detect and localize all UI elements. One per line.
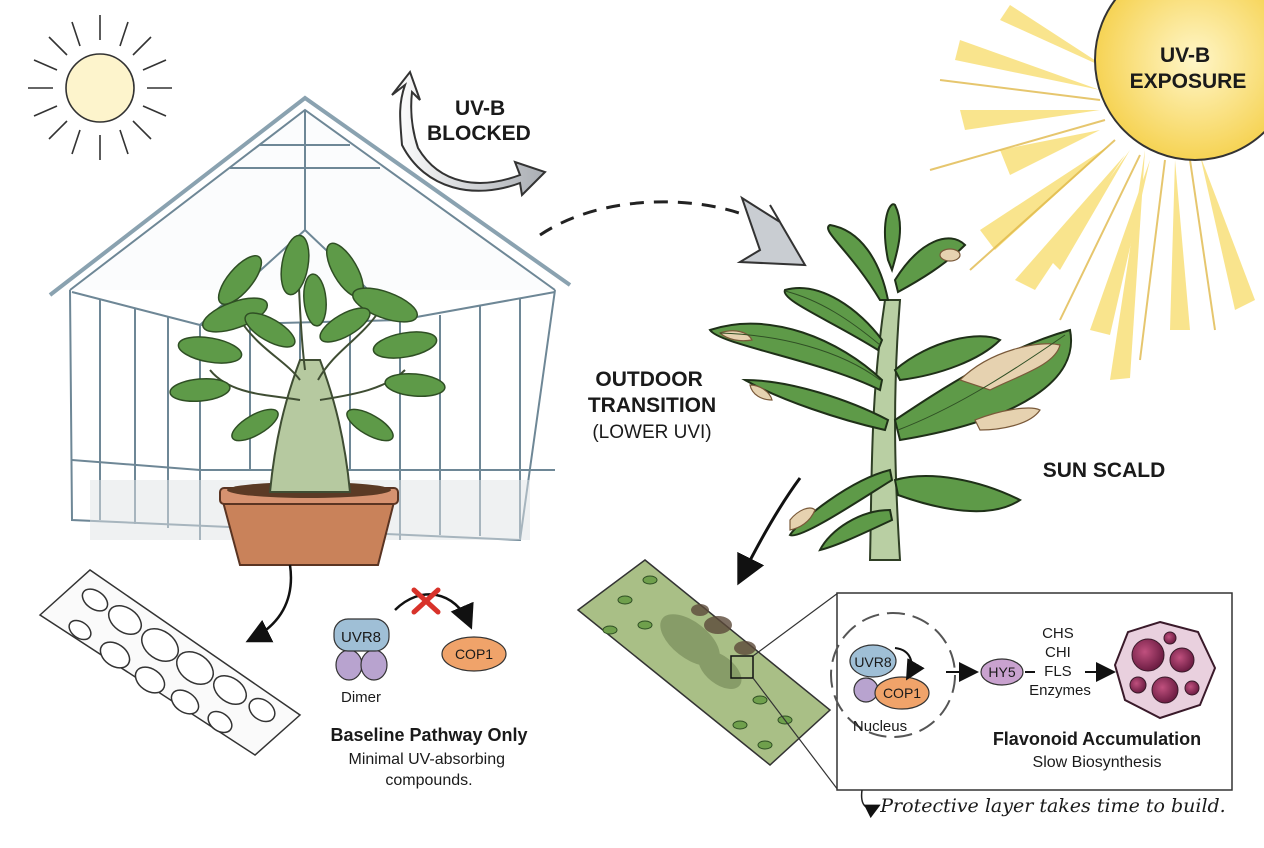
flavonoid-title: Flavonoid Accumulation: [993, 729, 1201, 749]
cop1-left-label: COP1: [455, 646, 493, 662]
flavonoid-description: Slow Biosynthesis: [1033, 754, 1162, 771]
uvr8-dimer-icon: [333, 618, 390, 681]
cop1-left-badge: [441, 636, 507, 672]
outdoor-plant-icon: [708, 203, 1073, 561]
uvr8-right-badge: [849, 644, 897, 678]
footnote-arrow-icon: [860, 789, 881, 819]
flavonoid-cell-icon: [1113, 620, 1217, 720]
baseline-title: Baseline Pathway Only: [330, 725, 527, 745]
enzymes-list: CHS CHI FLS Enzymes: [1029, 625, 1091, 699]
potted-plant-icon: [169, 234, 446, 566]
cop1-right-label: COP1: [883, 685, 921, 701]
hy5-label: HY5: [988, 664, 1015, 680]
outdoor-uvi-label: (LOWER UVI): [592, 422, 711, 443]
dimer-label: Dimer: [341, 689, 381, 706]
uvb-exposure-label: UV-B EXPOSURE: [1130, 44, 1247, 93]
block-x-icon: [411, 587, 441, 615]
nucleus-outline: [830, 612, 956, 738]
cop1-right-badge: [874, 676, 930, 710]
footnote: Protective layer takes time to build.: [879, 795, 1225, 817]
zoom-line-top: [752, 592, 839, 657]
large-sun-icon: [929, 0, 1264, 380]
uvb-blocked-label: UV-B BLOCKED: [427, 97, 531, 145]
uvr8-left-label: UVR8: [341, 629, 381, 646]
tissue-arrow-right: [737, 477, 802, 586]
uvb-blocked-arrow-icon: [391, 69, 547, 198]
baseline-description: Minimal UV-absorbing compounds.: [349, 751, 510, 789]
transition-arrow-icon: [539, 195, 807, 267]
blocked-pathway-arrow: [394, 593, 474, 630]
small-sun-icon: [28, 15, 172, 160]
hy5-badge: [980, 658, 1024, 686]
uvr8-to-cop1-arrow: [894, 647, 925, 681]
uvr8-right-foot: [853, 677, 879, 703]
sun-scald-label: SUN SCALD: [1043, 459, 1166, 482]
damaged-tissue-icon: [576, 559, 832, 766]
zoom-line-bottom: [752, 677, 839, 791]
tissue-arrow-left: [245, 564, 293, 643]
outdoor-transition-label: OUTDOOR TRANSITION: [588, 368, 716, 417]
nucleus-label: Nucleus: [853, 718, 907, 735]
zoom-region-marker: [730, 655, 754, 679]
healthy-tissue-icon: [38, 569, 302, 756]
uvr8-right-label: UVR8: [854, 654, 892, 670]
